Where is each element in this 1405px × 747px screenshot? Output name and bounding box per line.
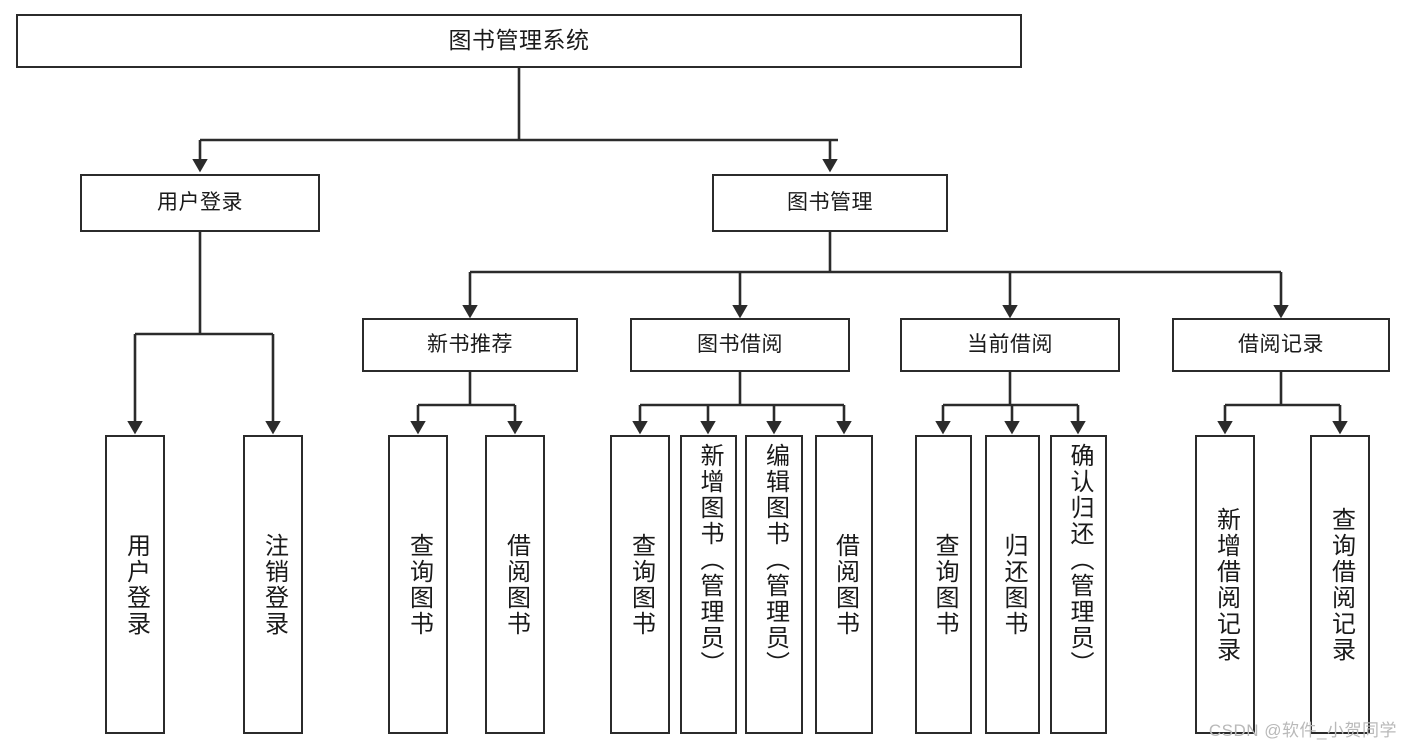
node-leaf-1-label: 注销登录 xyxy=(260,532,288,637)
node-level3-2-label: 当前借阅 xyxy=(967,333,1053,357)
node-level3-0[interactable]: 新书推荐 xyxy=(362,318,578,372)
node-leaf-4[interactable]: 查询图书 xyxy=(610,435,670,734)
node-root[interactable]: 图书管理系统 xyxy=(16,14,1022,68)
node-leaf-5-label: 新增图书（管理员） xyxy=(695,443,723,677)
node-leaf-6[interactable]: 编辑图书（管理员） xyxy=(745,435,803,734)
node-level3-2[interactable]: 当前借阅 xyxy=(900,318,1120,372)
node-leaf-9-label: 归还图书 xyxy=(999,532,1027,637)
node-level2-0-label: 用户登录 xyxy=(157,191,243,215)
node-leaf-4-label: 查询图书 xyxy=(627,532,655,637)
node-leaf-5[interactable]: 新增图书（管理员） xyxy=(680,435,737,734)
node-leaf-8-label: 查询图书 xyxy=(930,532,958,637)
node-level3-3[interactable]: 借阅记录 xyxy=(1172,318,1390,372)
watermark: CSDN @软件_小贺同学 xyxy=(1208,721,1397,740)
node-leaf-8[interactable]: 查询图书 xyxy=(915,435,972,734)
node-leaf-3[interactable]: 借阅图书 xyxy=(485,435,545,734)
node-leaf-7[interactable]: 借阅图书 xyxy=(815,435,873,734)
node-level3-1-label: 图书借阅 xyxy=(697,333,783,357)
node-leaf-9[interactable]: 归还图书 xyxy=(985,435,1040,734)
node-leaf-6-label: 编辑图书（管理员） xyxy=(761,443,789,677)
node-leaf-11[interactable]: 新增借阅记录 xyxy=(1195,435,1255,734)
node-leaf-10[interactable]: 确认归还（管理员） xyxy=(1050,435,1107,734)
node-leaf-0-label: 用户登录 xyxy=(122,532,150,637)
node-level3-1[interactable]: 图书借阅 xyxy=(630,318,850,372)
node-leaf-10-label: 确认归还（管理员） xyxy=(1065,443,1093,677)
node-leaf-3-label: 借阅图书 xyxy=(502,532,530,637)
node-level3-0-label: 新书推荐 xyxy=(427,333,513,357)
node-level2-1[interactable]: 图书管理 xyxy=(712,174,948,232)
node-leaf-2-label: 查询图书 xyxy=(405,532,433,637)
node-level2-1-label: 图书管理 xyxy=(787,191,873,215)
node-leaf-0[interactable]: 用户登录 xyxy=(105,435,165,734)
node-leaf-11-label: 新增借阅记录 xyxy=(1212,506,1240,663)
node-leaf-12-label: 查询借阅记录 xyxy=(1327,506,1355,663)
node-leaf-12[interactable]: 查询借阅记录 xyxy=(1310,435,1370,734)
node-level2-0[interactable]: 用户登录 xyxy=(80,174,320,232)
node-leaf-7-label: 借阅图书 xyxy=(831,532,859,637)
node-leaf-1[interactable]: 注销登录 xyxy=(243,435,303,734)
node-leaf-2[interactable]: 查询图书 xyxy=(388,435,448,734)
node-level3-3-label: 借阅记录 xyxy=(1238,333,1324,357)
node-root-label: 图书管理系统 xyxy=(448,27,590,54)
